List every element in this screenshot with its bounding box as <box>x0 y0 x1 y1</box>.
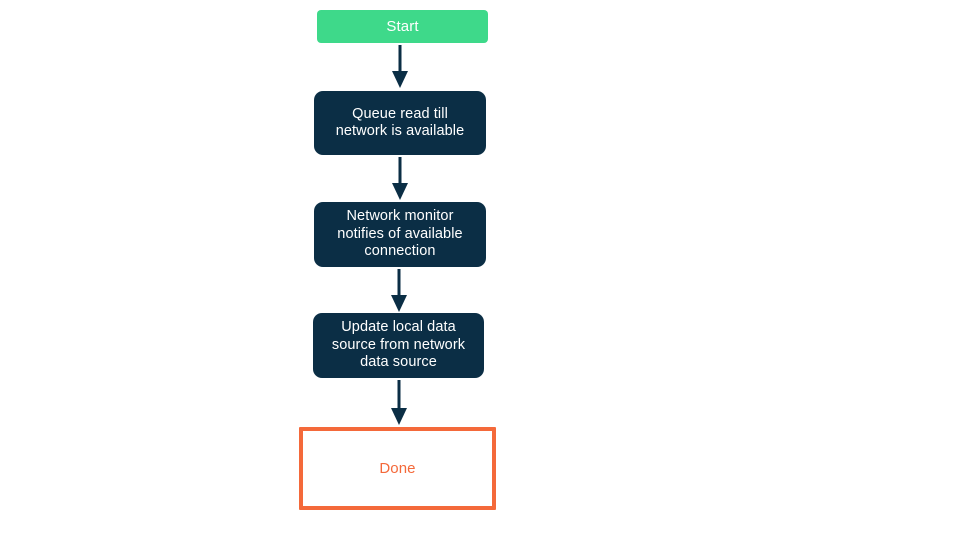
flowchart-node-start[interactable]: Start <box>317 10 488 43</box>
flowchart-node-queue-read-label: Queue read till network is available <box>335 105 465 139</box>
flowchart-node-start-label: Start <box>386 17 419 35</box>
flowchart-arrow-start-to-queue-read <box>391 45 409 89</box>
flowchart-arrow-queue-read-to-network-monitor <box>391 157 409 201</box>
flowchart-arrow-update-local-to-done <box>390 380 408 426</box>
flowchart-node-network-monitor-label: Network monitor notifies of available co… <box>337 208 463 260</box>
flowchart-node-done-label: Done <box>379 459 416 477</box>
flowchart-node-network-monitor[interactable]: Network monitor notifies of available co… <box>314 202 486 267</box>
flowchart-arrow-network-monitor-to-update-local <box>390 269 408 313</box>
flowchart-node-update-local[interactable]: Update local data source from network da… <box>313 313 484 378</box>
flowchart-node-queue-read[interactable]: Queue read till network is available <box>314 91 486 155</box>
flowchart-node-update-local-label: Update local data source from network da… <box>331 319 466 371</box>
flowchart-node-done[interactable]: Done <box>299 427 496 510</box>
